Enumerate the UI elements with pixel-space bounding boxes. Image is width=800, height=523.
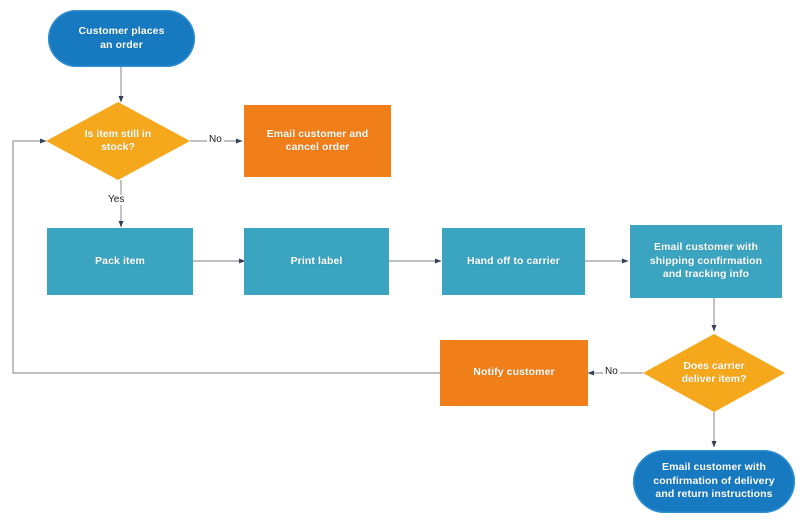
node-hand-off-to-carrier-label: Hand off to carrier (467, 254, 560, 267)
node-pack-item[interactable]: Pack item (47, 228, 193, 295)
node-customer-places-order-label: Customer places an order (78, 25, 165, 51)
node-customer-places-order[interactable]: Customer places an order (48, 10, 195, 67)
node-print-label-label: Print label (290, 254, 343, 267)
node-email-shipping-confirmation[interactable]: Email customer with shipping confirmatio… (630, 225, 782, 298)
edge-label-delivery-no: No (603, 366, 620, 377)
node-is-item-in-stock-label: Is item still in stock? (84, 127, 152, 153)
node-does-carrier-deliver[interactable]: Does carrier deliver item? (643, 334, 785, 412)
edge-label-stock-no: No (207, 134, 224, 145)
node-email-shipping-confirmation-label: Email customer with shipping confirmatio… (649, 241, 763, 281)
node-notify-customer-label: Notify customer (473, 366, 555, 379)
node-hand-off-to-carrier[interactable]: Hand off to carrier (442, 228, 585, 295)
node-email-cancel-order[interactable]: Email customer and cancel order (244, 105, 391, 177)
node-is-item-in-stock[interactable]: Is item still in stock? (46, 102, 190, 180)
node-pack-item-label: Pack item (95, 254, 145, 267)
node-email-cancel-order-label: Email customer and cancel order (266, 127, 369, 153)
node-print-label[interactable]: Print label (244, 228, 389, 295)
edge-label-stock-yes: Yes (106, 194, 127, 205)
node-email-delivery-confirmation[interactable]: Email customer with confirmation of deli… (633, 450, 795, 513)
node-email-delivery-confirmation-label: Email customer with confirmation of deli… (653, 461, 775, 501)
node-does-carrier-deliver-label: Does carrier deliver item? (681, 359, 747, 385)
node-notify-customer[interactable]: Notify customer (440, 340, 588, 406)
